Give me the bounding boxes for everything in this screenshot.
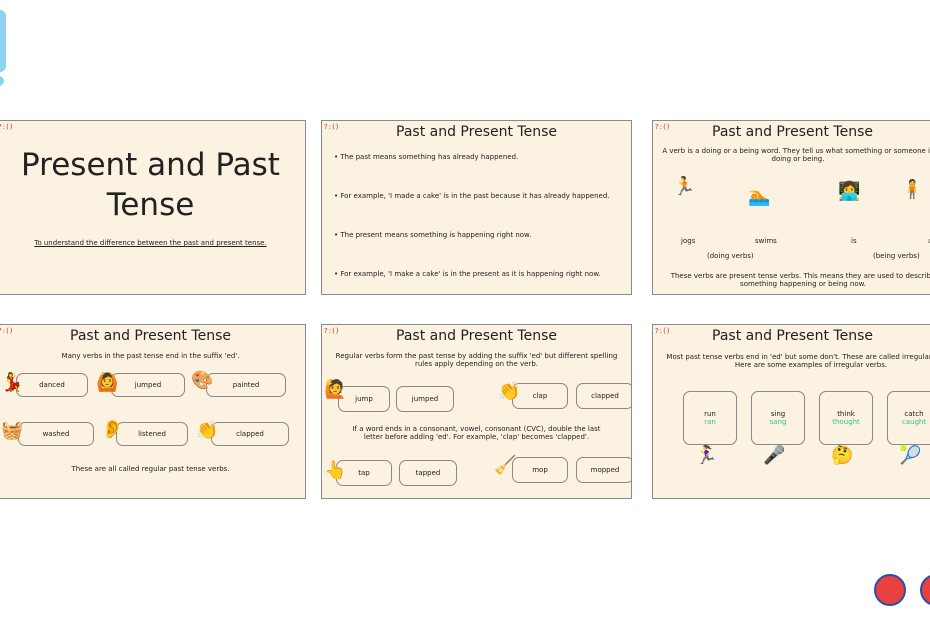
- word-box: jumped: [396, 386, 454, 412]
- tap-finger-image: 👆: [324, 460, 347, 481]
- bullet: • For example, 'I made a cake' is in the…: [334, 192, 610, 200]
- slide-thumbnail-4[interactable]: ?:() Past and Present Tense Many verbs i…: [0, 324, 306, 499]
- clapping-image: 👏: [196, 420, 219, 441]
- slide-title: Past and Present Tense: [712, 124, 873, 140]
- swimming-image: 🏊: [748, 186, 771, 207]
- nav-circle-button[interactable]: [920, 574, 930, 606]
- bullet-text: For example, 'I made a cake' is in the p…: [340, 192, 610, 200]
- word-box: tap: [336, 460, 392, 486]
- word-box: tapped: [399, 460, 457, 486]
- slide-thumbnail-2[interactable]: ?:() Past and Present Tense • The past m…: [321, 120, 632, 295]
- bullet-text: The past means something has already hap…: [340, 153, 519, 161]
- verb-label: swims: [755, 237, 777, 245]
- thinking-woman-image: 🤔: [831, 445, 854, 466]
- word-box: mop: [512, 457, 568, 483]
- word-box: clapped: [576, 383, 631, 409]
- slide-title: Past and Present Tense: [70, 328, 231, 344]
- listening-image: 👂: [101, 419, 124, 440]
- painting-image: 🎨: [191, 370, 214, 391]
- slide-subtitle: To understand the difference between the…: [34, 239, 267, 247]
- slide-intro: A verb is a doing or a being word. They …: [662, 147, 930, 163]
- jumping-image: 🙆: [96, 372, 119, 393]
- slide-title: Past and Present Tense: [396, 328, 557, 344]
- slide-title: Present and Past Tense: [21, 147, 280, 223]
- jumping-boy-image: 🙋: [324, 379, 347, 400]
- past-form: thought: [832, 418, 860, 426]
- exclamation-decoration: [0, 10, 6, 72]
- slide-title: Past and Present Tense: [396, 124, 557, 140]
- verb-label: jogs: [681, 237, 696, 245]
- exclamation-dot: [0, 76, 4, 86]
- slide-title: Past and Present Tense: [712, 328, 873, 344]
- verb-label: is: [851, 237, 857, 245]
- slide-thumbnail-5[interactable]: ?:() Past and Present Tense Regular verb…: [321, 324, 632, 499]
- slide-footer: These verbs are present tense verbs. Thi…: [670, 272, 930, 288]
- runner-image: 🏃‍♀️: [695, 445, 718, 466]
- slide-thumbnail-3[interactable]: ?:() Past and Present Tense A verb is a …: [652, 120, 930, 295]
- present-form: sing: [770, 410, 786, 418]
- jogging-image: 🏃: [673, 176, 696, 197]
- bullet-text: The present means something is happening…: [340, 231, 532, 239]
- present-form: think: [837, 410, 855, 418]
- spelling-rule: If a word ends in a consonant, vowel, co…: [352, 425, 601, 441]
- dancing-image: 💃: [1, 372, 24, 393]
- bullet: • For example, 'I make a cake' is in the…: [334, 270, 601, 278]
- logo: ?:(): [655, 123, 671, 131]
- word-box: painted: [206, 373, 286, 397]
- slide-thumbnail-6[interactable]: ?:() Past and Present Tense Most past te…: [652, 324, 930, 499]
- past-form: caught: [901, 418, 927, 426]
- girl-laptop-image: 👩‍💻: [838, 181, 861, 202]
- logo: ?:(): [0, 123, 14, 131]
- slide-intro: Regular verbs form the past tense by add…: [335, 352, 618, 368]
- washing-image: 🧺: [1, 420, 24, 441]
- word-box: jumped: [111, 373, 185, 397]
- logo: ?:(): [324, 123, 340, 131]
- mopping-image: 🧹: [494, 455, 517, 476]
- bullet-text: For example, 'I make a cake' is in the p…: [340, 270, 601, 278]
- past-form: sang: [769, 418, 787, 426]
- word-box: listened: [116, 422, 188, 446]
- nav-circle-button[interactable]: [874, 574, 906, 606]
- slide-thumbnail-1[interactable]: ?:() Present and Past Tense To understan…: [0, 120, 306, 295]
- logo: ?:(): [0, 327, 14, 335]
- being-label: (being verbs): [873, 252, 920, 260]
- slide-footer: These are all called regular past tense …: [71, 465, 230, 473]
- slide-intro: Many verbs in the past tense end in the …: [61, 352, 240, 360]
- slide-intro: Most past tense verbs end in 'ed' but so…: [666, 353, 930, 369]
- word-box: washed: [18, 422, 94, 446]
- word-box: clapped: [211, 422, 289, 446]
- word-box: danced: [16, 373, 88, 397]
- singing-girl-image: 🎤: [763, 445, 786, 466]
- present-form: run: [704, 410, 716, 418]
- word-box: jump: [338, 386, 390, 412]
- bullet: • The past means something has already h…: [334, 153, 519, 161]
- boy-image: 🧍: [901, 179, 924, 200]
- past-form: ran: [704, 418, 716, 426]
- catching-ball-image: 🎾: [899, 445, 922, 466]
- doing-label: (doing verbs): [707, 252, 754, 260]
- verb-label: a: [928, 237, 930, 245]
- logo: ?:(): [324, 327, 340, 335]
- present-form: catch: [904, 410, 924, 418]
- word-box: clap: [512, 383, 568, 409]
- clap-image: 👏: [498, 381, 521, 402]
- bullet: • The present means something is happeni…: [334, 231, 532, 239]
- word-box: mopped: [576, 457, 631, 483]
- logo: ?:(): [655, 327, 671, 335]
